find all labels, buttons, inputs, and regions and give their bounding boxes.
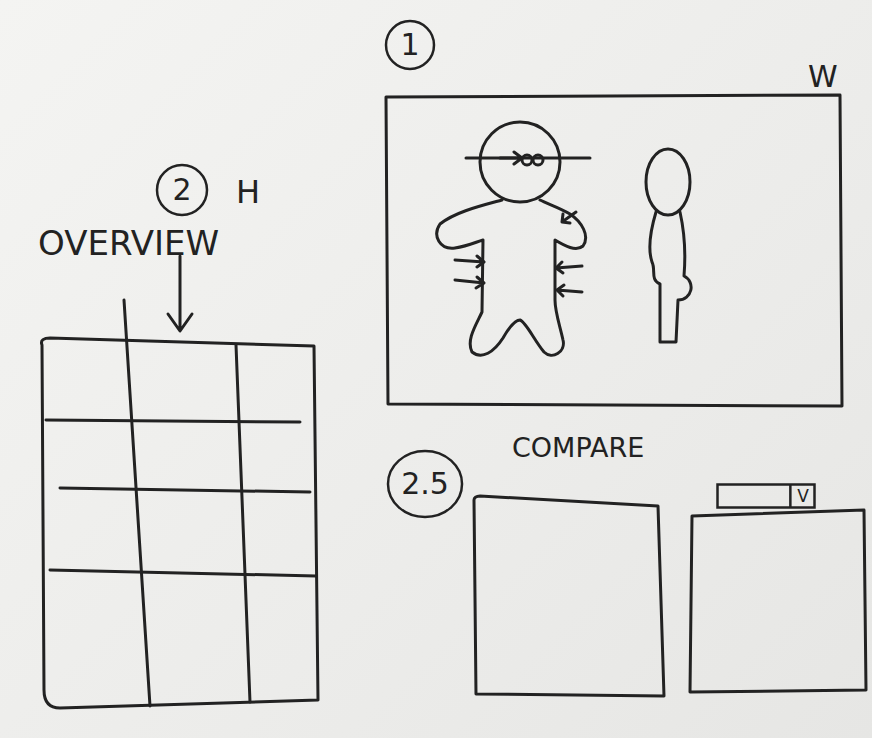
grid-line	[124, 300, 150, 706]
sketch-label: W	[808, 62, 838, 92]
measure-arrow	[455, 277, 484, 288]
measure-arrow	[562, 212, 576, 223]
dropdown-box: V	[716, 483, 816, 509]
callout-number: 2.5	[401, 469, 449, 499]
dropdown-indicator: V	[797, 488, 809, 505]
sketch-label: H	[236, 176, 260, 208]
measure-line	[466, 157, 590, 160]
callout-circle: 2.5	[386, 449, 464, 519]
side-figure-head	[646, 149, 690, 215]
side-figure-body	[650, 212, 691, 342]
pointer-arrow	[168, 256, 192, 331]
callout-number: 1	[400, 30, 419, 60]
wall-panel	[386, 95, 842, 406]
grid-outline	[41, 338, 318, 708]
compare-pane	[690, 510, 866, 692]
figure-eye	[522, 155, 532, 165]
callout-circle: 2	[155, 163, 209, 217]
measure-arrow	[556, 262, 582, 273]
sketch-label: COMPARE	[512, 434, 644, 461]
callout-circle: 1	[384, 19, 436, 71]
compare-pane	[474, 496, 664, 696]
measure-arrow	[557, 285, 582, 296]
figure-body	[437, 200, 586, 355]
figure-eye	[533, 155, 543, 165]
measure-arrow	[500, 152, 522, 164]
grid-line	[60, 488, 310, 492]
sketch-label: OVERVIEW	[38, 226, 219, 260]
grid-line	[50, 570, 316, 576]
callout-number: 2	[172, 175, 191, 205]
figure-head	[480, 122, 560, 202]
measure-arrow	[455, 256, 484, 267]
grid-line	[236, 345, 250, 702]
grid-line	[46, 420, 300, 422]
